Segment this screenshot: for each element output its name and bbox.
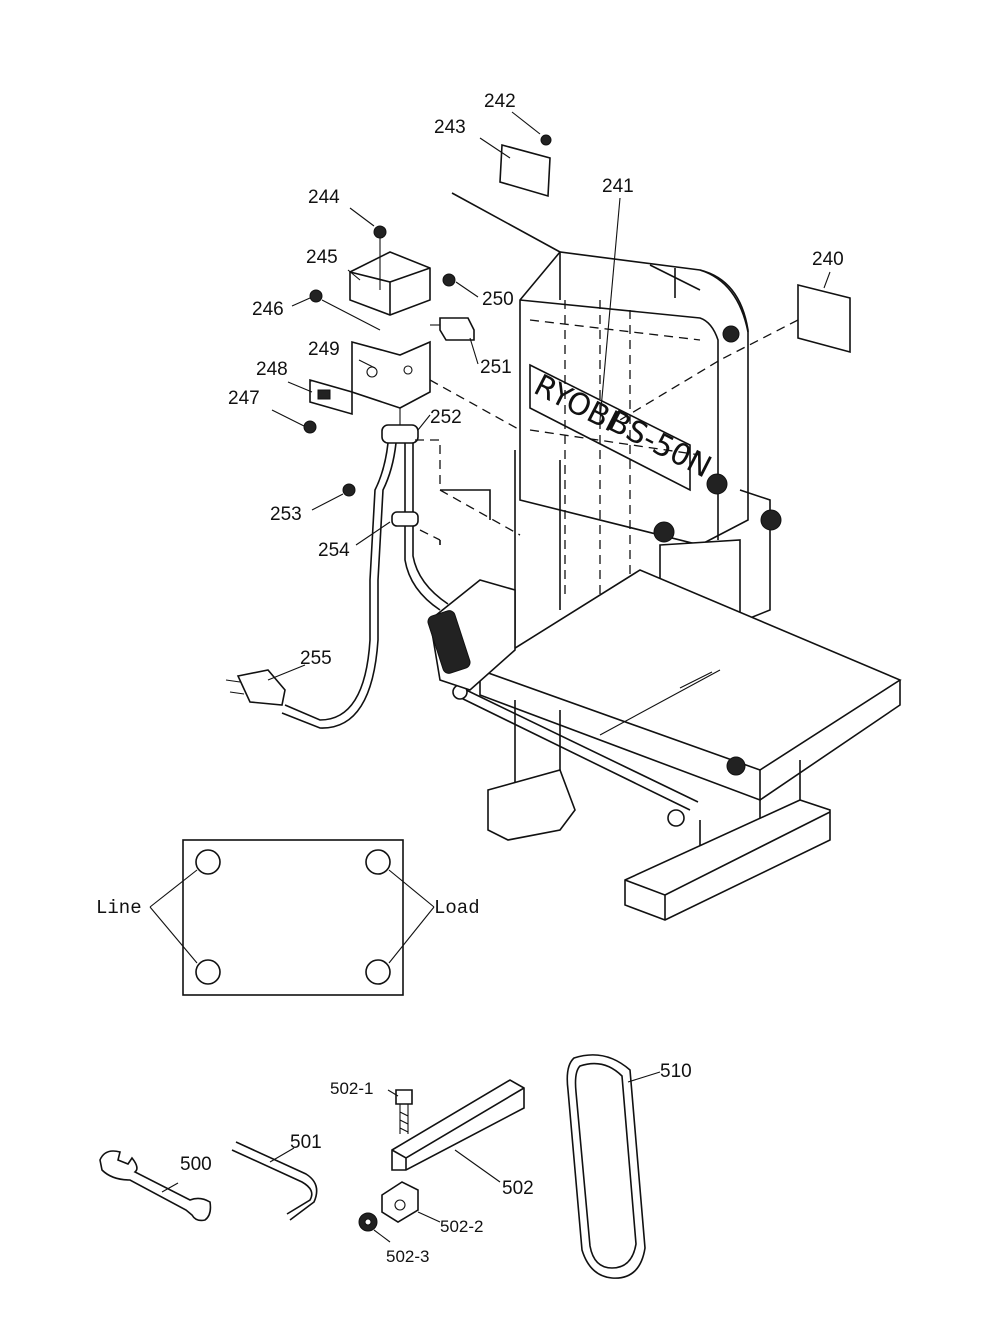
label-255: 255 xyxy=(300,648,332,669)
part-244-screw xyxy=(373,225,387,290)
label-502: 502 xyxy=(502,1178,534,1199)
leader-lines xyxy=(161,111,831,1243)
label-240: 240 xyxy=(812,249,844,270)
part-254-clamp xyxy=(391,511,419,527)
part-240-plate xyxy=(619,283,851,421)
line-label: Line xyxy=(96,897,142,919)
label-501: 501 xyxy=(290,1132,322,1153)
part-502-rip-fence xyxy=(391,1079,525,1171)
part-255-plug xyxy=(225,669,286,706)
label-254: 254 xyxy=(318,540,350,561)
part-510-blade xyxy=(566,1054,646,1279)
part-243-plate xyxy=(451,143,561,253)
part-502-1-bolt xyxy=(395,1089,413,1134)
part-250-nut xyxy=(442,273,456,287)
label-244: 244 xyxy=(308,187,340,208)
label-248: 248 xyxy=(256,359,288,380)
label-251: 251 xyxy=(480,357,512,378)
part-251-connector xyxy=(430,317,475,341)
label-249: 249 xyxy=(308,339,340,360)
label-242: 242 xyxy=(484,91,516,112)
part-249-bracket xyxy=(351,340,431,409)
part-501-hex-key xyxy=(231,1141,318,1221)
part-245-switch-box xyxy=(349,251,431,316)
label-502-3: 502-3 xyxy=(386,1247,429,1266)
label-247: 247 xyxy=(228,388,260,409)
assembly-lines xyxy=(415,379,521,545)
label-510: 510 xyxy=(660,1061,692,1082)
part-248-switch xyxy=(309,378,353,416)
label-245: 245 xyxy=(306,247,338,268)
label-500: 500 xyxy=(180,1154,212,1175)
part-502-2-clamp xyxy=(381,1181,419,1223)
part-242-screw xyxy=(540,134,552,146)
part-252-cord-clamp xyxy=(381,408,419,444)
part-500-wrench xyxy=(99,1150,212,1222)
label-252: 252 xyxy=(430,407,462,428)
part-253-screw xyxy=(342,483,356,497)
switch-terminal-plate xyxy=(149,839,435,996)
load-label: Load xyxy=(434,897,480,919)
power-cord xyxy=(281,442,449,729)
part-247-screw xyxy=(303,420,317,434)
label-502-1: 502-1 xyxy=(330,1079,373,1098)
label-502-2: 502-2 xyxy=(440,1217,483,1236)
part-502-3-knob xyxy=(358,1212,378,1232)
label-250: 250 xyxy=(482,289,514,310)
part-246-screw xyxy=(309,289,381,331)
label-253: 253 xyxy=(270,504,302,525)
label-241: 241 xyxy=(602,176,634,197)
label-243: 243 xyxy=(434,117,466,138)
label-246: 246 xyxy=(252,299,284,320)
band-saw-body xyxy=(427,251,902,921)
